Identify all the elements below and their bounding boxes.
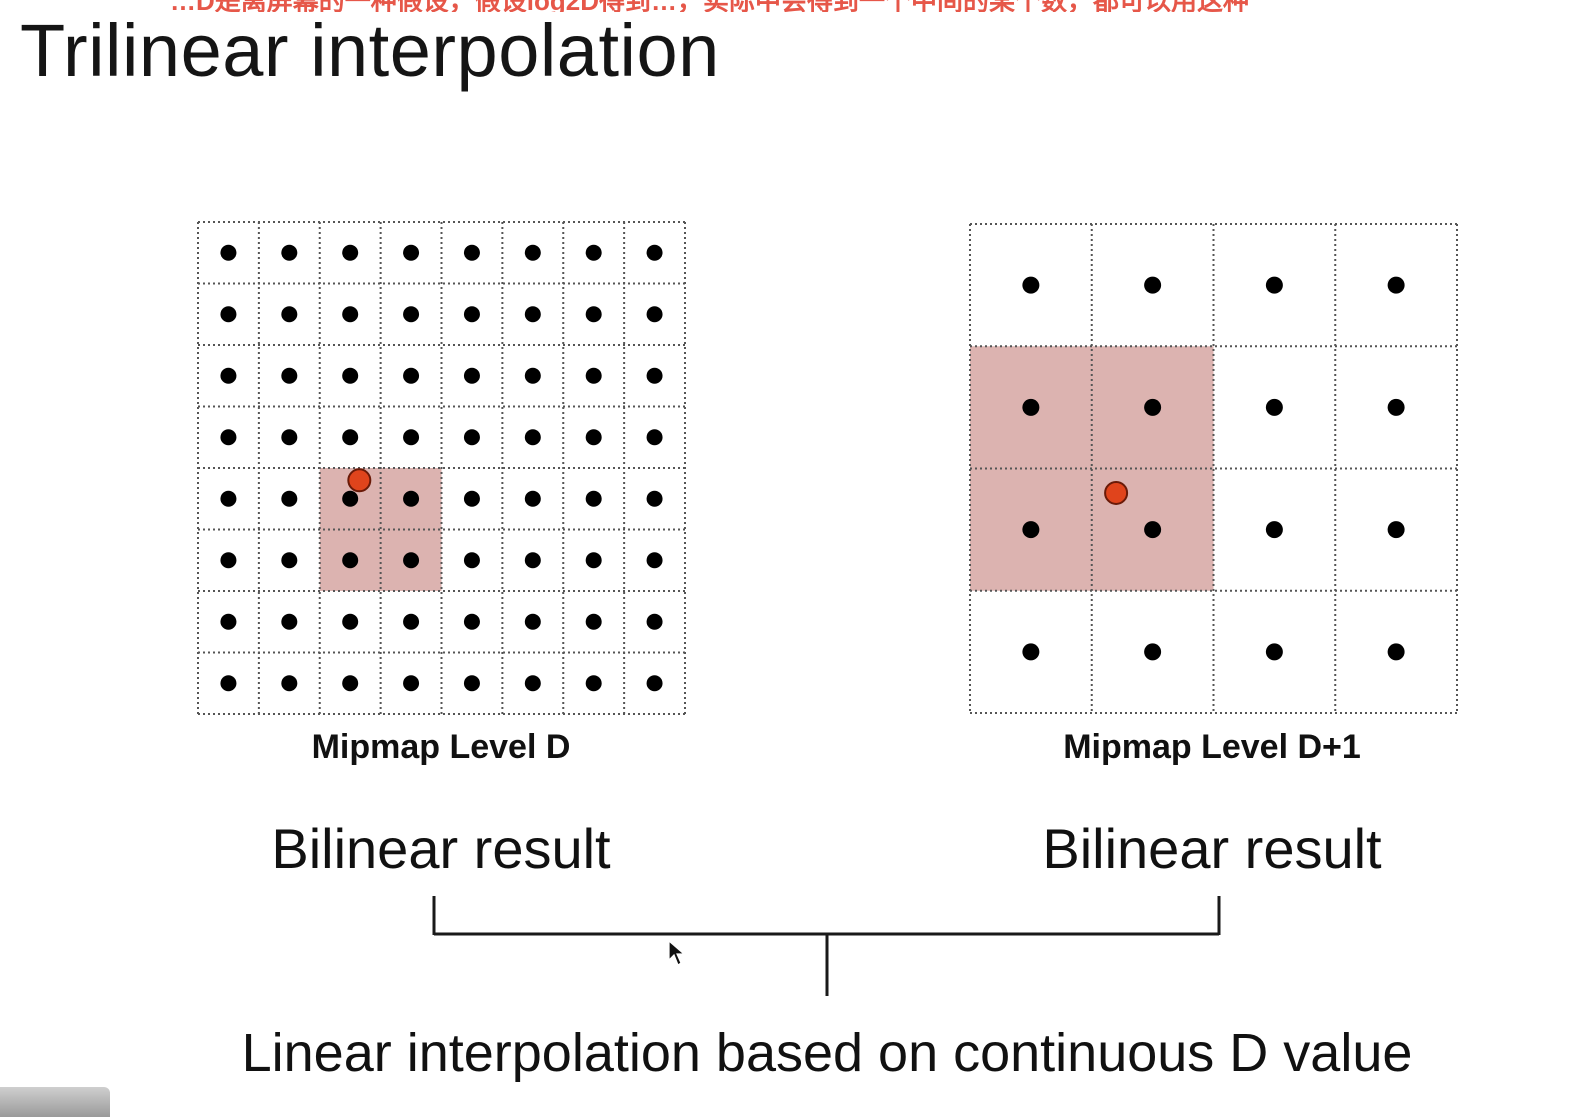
texel-dot [646,367,663,384]
texel-dot [524,306,541,323]
texel-dot [524,429,541,446]
texel-dot [220,675,237,692]
texel-dot [342,552,359,569]
texel-dot [281,367,298,384]
bilinear-result-left: Bilinear result [271,817,611,880]
sample-point [1104,480,1129,505]
texel-dot [585,244,602,261]
linear-interpolation-caption: Linear interpolation based on continuous… [241,1023,1413,1083]
texel-dot [1022,643,1040,661]
cursor-arrow-icon [668,940,686,966]
texel-dot [281,490,298,507]
texel-dot [342,429,359,446]
texel-dot [1387,643,1405,661]
level-d1-label: Mipmap Level D+1 [1063,728,1361,766]
texel-dot [1387,521,1405,539]
texel-dot [281,244,298,261]
slide-title: Trilinear interpolation [20,9,720,92]
texel-dot [646,613,663,630]
texel-dot [463,675,480,692]
combine-bracket [432,896,1221,996]
texel-dot [1387,276,1405,294]
texel-dot [281,613,298,630]
level-d-label: Mipmap Level D [311,728,571,766]
texel-dot [463,367,480,384]
texel-dot [403,244,420,261]
texel-dot [1022,276,1040,294]
texel-dot [524,244,541,261]
texel-dot [524,367,541,384]
mipmap-grid-level-d [197,221,686,715]
texel-dot [585,490,602,507]
texel-dot [646,675,663,692]
texel-dot [463,552,480,569]
texel-dot [585,675,602,692]
corner-decoration [0,1087,110,1117]
texel-dot [342,306,359,323]
texel-dot [1144,276,1162,294]
texel-dot [524,675,541,692]
texel-dot [463,613,480,630]
texel-dot [1265,521,1283,539]
texel-dot [1387,398,1405,416]
texel-dot [585,306,602,323]
texel-dot [524,490,541,507]
texel-dot [646,490,663,507]
texel-dot [342,244,359,261]
texel-dot [403,490,420,507]
texel-dot [281,552,298,569]
texel-dot [585,367,602,384]
texel-dot [1144,521,1162,539]
texel-dot [585,429,602,446]
texel-dot [403,367,420,384]
texel-dot [403,613,420,630]
texel-dot [281,306,298,323]
texel-dot [1022,398,1040,416]
texel-dot [1265,276,1283,294]
texel-dot [220,306,237,323]
texel-dot [1144,643,1162,661]
texel-dot [220,490,237,507]
texel-dot [403,552,420,569]
texel-dot [646,244,663,261]
texel-dot [524,552,541,569]
texel-dot [281,675,298,692]
texel-dot [646,552,663,569]
texel-dot [220,613,237,630]
texel-dot [463,244,480,261]
subtitle-overlay: …D是离屏幕的一种假设，假设log2D得到…，实际中会得到一个中间的某个数，都可… [170,0,1584,12]
texel-dot [1265,643,1283,661]
texel-dot [342,367,359,384]
texel-dot [646,306,663,323]
texel-dot [220,429,237,446]
texel-dot [1265,398,1283,416]
texel-dot [463,306,480,323]
texel-dot [585,613,602,630]
texel-dot [220,244,237,261]
texel-dot [403,429,420,446]
texel-dot [220,367,237,384]
bilinear-result-right: Bilinear result [1042,817,1382,880]
texel-dot [1144,398,1162,416]
texel-dot [463,429,480,446]
texel-dot [585,552,602,569]
texel-dot [342,490,359,507]
texel-dot [463,490,480,507]
texel-dot [1022,521,1040,539]
texel-dot [403,675,420,692]
texel-dot [524,613,541,630]
texel-dot [220,552,237,569]
mipmap-grid-level-d1 [969,223,1458,714]
texel-dot [281,429,298,446]
texel-dot [342,675,359,692]
sample-point [347,468,372,493]
texel-dot [342,613,359,630]
texel-dot [646,429,663,446]
texel-dot [403,306,420,323]
